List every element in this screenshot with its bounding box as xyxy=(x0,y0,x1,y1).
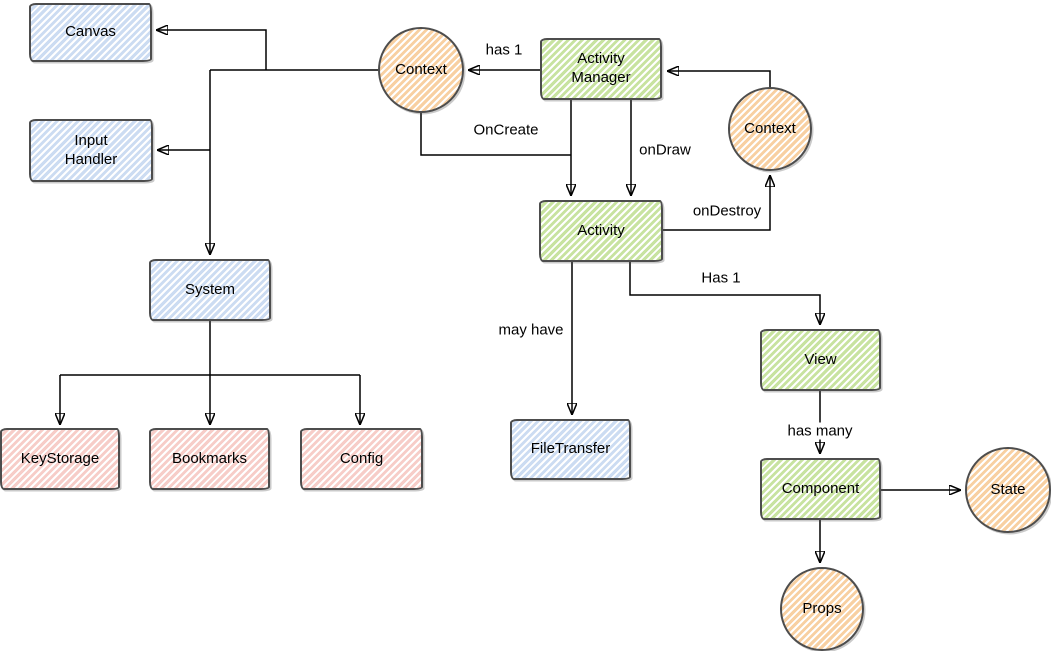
edge-system-fanout xyxy=(60,321,360,376)
node-bookmarks-label: Bookmarks xyxy=(171,449,248,467)
node-context-right[interactable]: Context xyxy=(728,87,812,171)
node-context-top-label: Context xyxy=(395,60,447,78)
edge-to-canvas xyxy=(156,30,267,70)
node-props[interactable]: Props xyxy=(780,567,864,651)
node-keystorage[interactable]: KeyStorage xyxy=(0,428,120,490)
node-keystorage-label: KeyStorage xyxy=(20,449,100,467)
edge-label-has-1-right: Has 1 xyxy=(698,269,744,287)
edge-context2-activitymanager xyxy=(667,71,771,88)
node-canvas-label: Canvas xyxy=(65,23,116,41)
node-activity[interactable]: Activity xyxy=(539,200,663,262)
node-context-top[interactable]: Context xyxy=(378,27,464,113)
node-activity-manager[interactable]: Activity Manager xyxy=(540,38,662,100)
edge-label-has-many: has many xyxy=(784,422,856,440)
node-activity-label: Activity xyxy=(577,221,625,239)
edge-label-may-have: may have xyxy=(495,321,567,339)
node-input-handler-label: Input Handler xyxy=(64,131,118,168)
node-config[interactable]: Config xyxy=(300,428,423,490)
node-component-label: Component xyxy=(781,479,860,497)
node-bookmarks[interactable]: Bookmarks xyxy=(149,428,270,490)
edge-label-oncreate: OnCreate xyxy=(470,121,542,139)
node-view-label: View xyxy=(804,350,837,368)
node-filetransfer-label: FileTransfer xyxy=(530,440,611,458)
node-system-label: System xyxy=(184,280,235,298)
node-input-handler[interactable]: Input Handler xyxy=(29,119,153,182)
node-state-label: State xyxy=(990,480,1026,498)
node-filetransfer[interactable]: FileTransfer xyxy=(510,419,631,480)
node-component[interactable]: Component xyxy=(760,458,881,520)
edge-label-ondestroy: onDestroy xyxy=(689,202,765,220)
node-context-right-label: Context xyxy=(744,119,796,137)
edge-label-has-1-top: has 1 xyxy=(482,41,526,59)
node-state[interactable]: State xyxy=(965,447,1051,533)
node-config-label: Config xyxy=(339,449,384,467)
node-view[interactable]: View xyxy=(760,329,881,391)
node-activity-manager-label: Activity Manager xyxy=(571,50,631,86)
node-system[interactable]: System xyxy=(149,259,271,321)
node-props-label: Props xyxy=(802,599,842,617)
edge-label-ondraw: onDraw xyxy=(636,141,694,159)
node-canvas[interactable]: Canvas xyxy=(29,3,152,62)
